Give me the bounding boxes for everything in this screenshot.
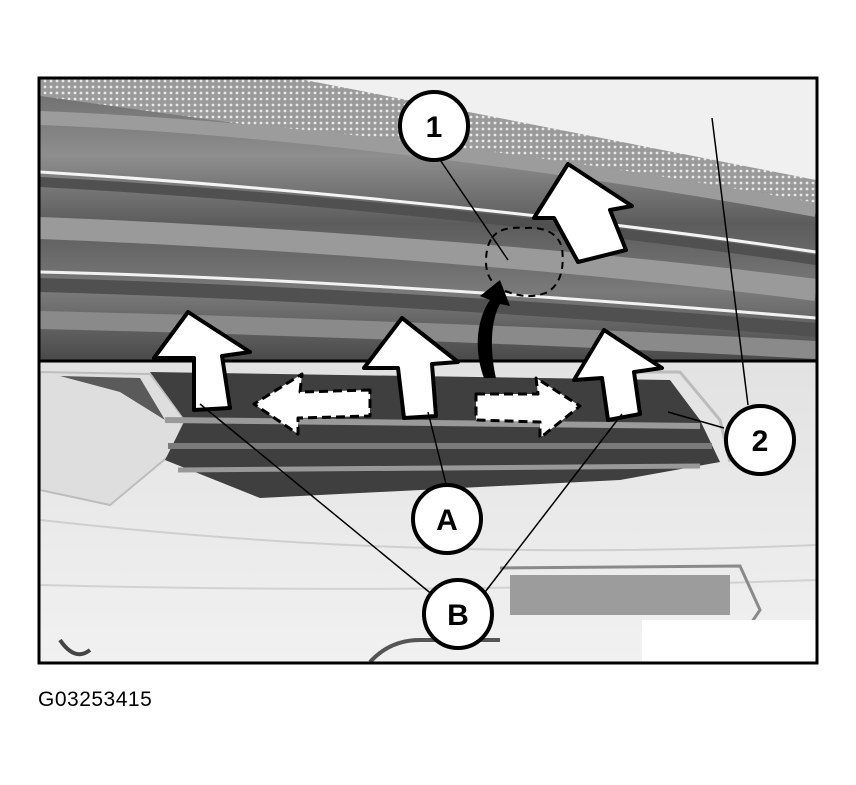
callout-1: 1 [398,90,470,162]
pull-up-arrow-top [532,162,634,264]
slide-left-arrow [252,372,372,436]
svg-text:A: A [436,504,458,537]
slide-right-arrow [474,376,582,440]
pull-up-arrow-center [362,316,460,420]
figure-frame [37,76,819,665]
svg-text:2: 2 [752,425,769,458]
release-arrow [477,280,510,378]
callout-A: A [411,483,483,555]
callout-2: 2 [724,404,796,476]
svg-text:B: B [447,599,469,632]
leader-lines [199,117,749,597]
pull-up-arrow-right [572,328,664,422]
figure-id-label: G03253415 [38,688,153,711]
pull-up-arrow-left [152,310,252,412]
callout-B: B [422,578,494,650]
svg-text:1: 1 [426,111,443,144]
